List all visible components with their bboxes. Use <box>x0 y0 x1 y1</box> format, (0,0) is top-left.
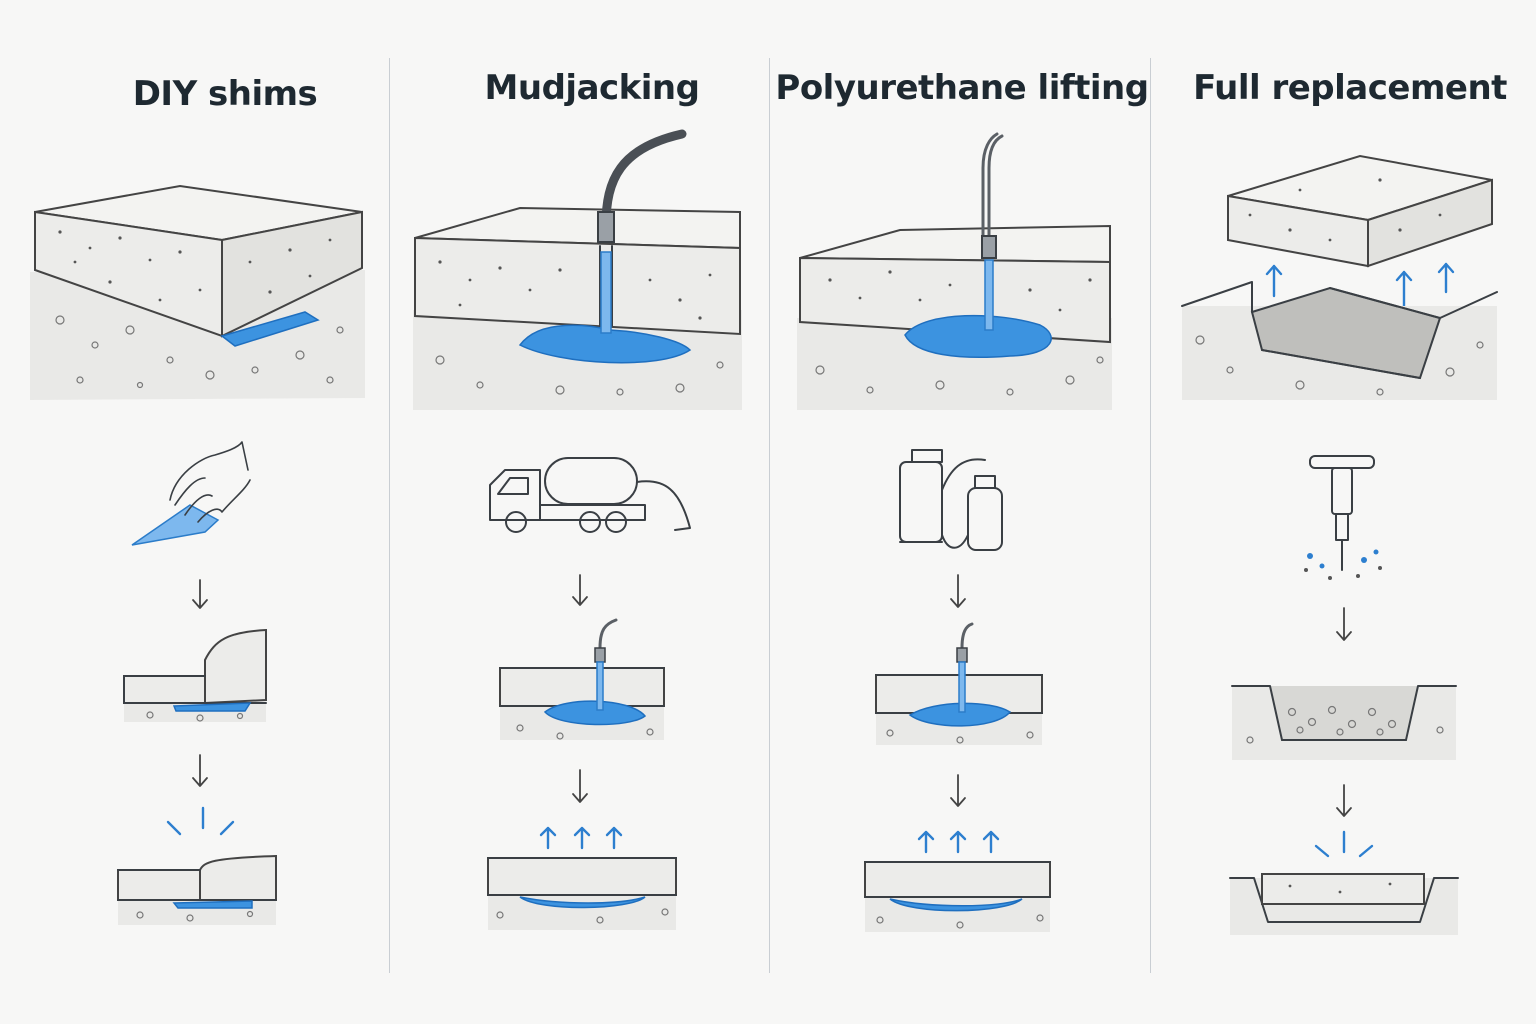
slab-being-lifted-out-icon <box>1181 154 1498 400</box>
slab-foam-injection-icon <box>797 132 1112 410</box>
foam-rig-icon <box>899 449 1003 551</box>
column-divider-1 <box>389 58 390 973</box>
down-arrow-icon <box>1336 784 1352 817</box>
column-title-diy-shims: DIY shims <box>132 74 318 114</box>
column-title-mudjacking: Mudjacking <box>484 68 700 108</box>
mudjacking-injection-section-icon <box>499 618 665 740</box>
foam-injection-section-icon <box>875 622 1043 745</box>
down-arrow-icon <box>572 769 588 803</box>
hand-holding-shim-icon <box>131 441 251 546</box>
down-arrow-icon <box>950 574 966 608</box>
down-arrow-icon <box>1336 607 1352 641</box>
concrete-slab-with-shim-icon <box>30 184 365 400</box>
down-arrow-icon <box>192 579 208 609</box>
mudjacking-truck-icon <box>489 457 691 533</box>
prepared-base-section-icon <box>1231 685 1457 760</box>
shim-finished-section-icon <box>117 806 277 925</box>
down-arrow-icon <box>572 574 588 606</box>
down-arrow-icon <box>950 774 966 807</box>
mudjacking-finished-section-icon <box>487 826 677 930</box>
slab-mudjacking-hose-icon <box>413 129 742 410</box>
column-title-full-replacement: Full replacement <box>1193 68 1507 108</box>
shim-inserted-section-icon <box>123 628 267 722</box>
foam-finished-section-icon <box>864 830 1051 932</box>
down-arrow-icon <box>192 754 208 787</box>
column-divider-3 <box>1150 58 1151 973</box>
jackhammer-icon <box>1304 455 1382 580</box>
column-divider-2 <box>769 58 770 973</box>
column-title-polyurethane-lifting: Polyurethane lifting <box>775 68 1149 108</box>
new-slab-section-icon <box>1229 830 1459 935</box>
